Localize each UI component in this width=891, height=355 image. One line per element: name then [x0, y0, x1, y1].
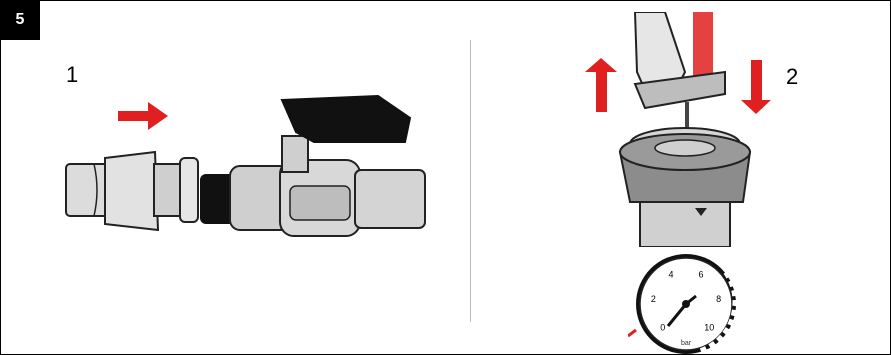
- arrow-right-icon: [118, 102, 168, 130]
- pump-body-icon: [620, 128, 750, 247]
- arrow-down-icon: [741, 60, 771, 114]
- gauge-unit-label: bar: [681, 340, 692, 347]
- hose-icon: [66, 152, 198, 230]
- arrow-up-icon: [585, 58, 617, 112]
- pressure-gauge-icon: 0 2 4 6 8 10 bar: [628, 252, 748, 354]
- step-number-badge: 5: [0, 0, 40, 40]
- gauge-tick-label: 2: [651, 294, 656, 304]
- hose-connection-illustration: [60, 80, 440, 250]
- ball-valve-icon: [200, 96, 425, 236]
- gauge-tick-label: 4: [668, 270, 673, 280]
- panel-divider: [470, 40, 471, 322]
- gauge-tick-label: 10: [704, 322, 714, 332]
- panel-right-number: 2: [786, 64, 798, 90]
- gauge-tick-label: 8: [716, 294, 721, 304]
- gauge-tick-label: 0: [660, 322, 665, 332]
- pump-illustration: [585, 12, 785, 247]
- gauge-tick-label: 6: [698, 270, 703, 280]
